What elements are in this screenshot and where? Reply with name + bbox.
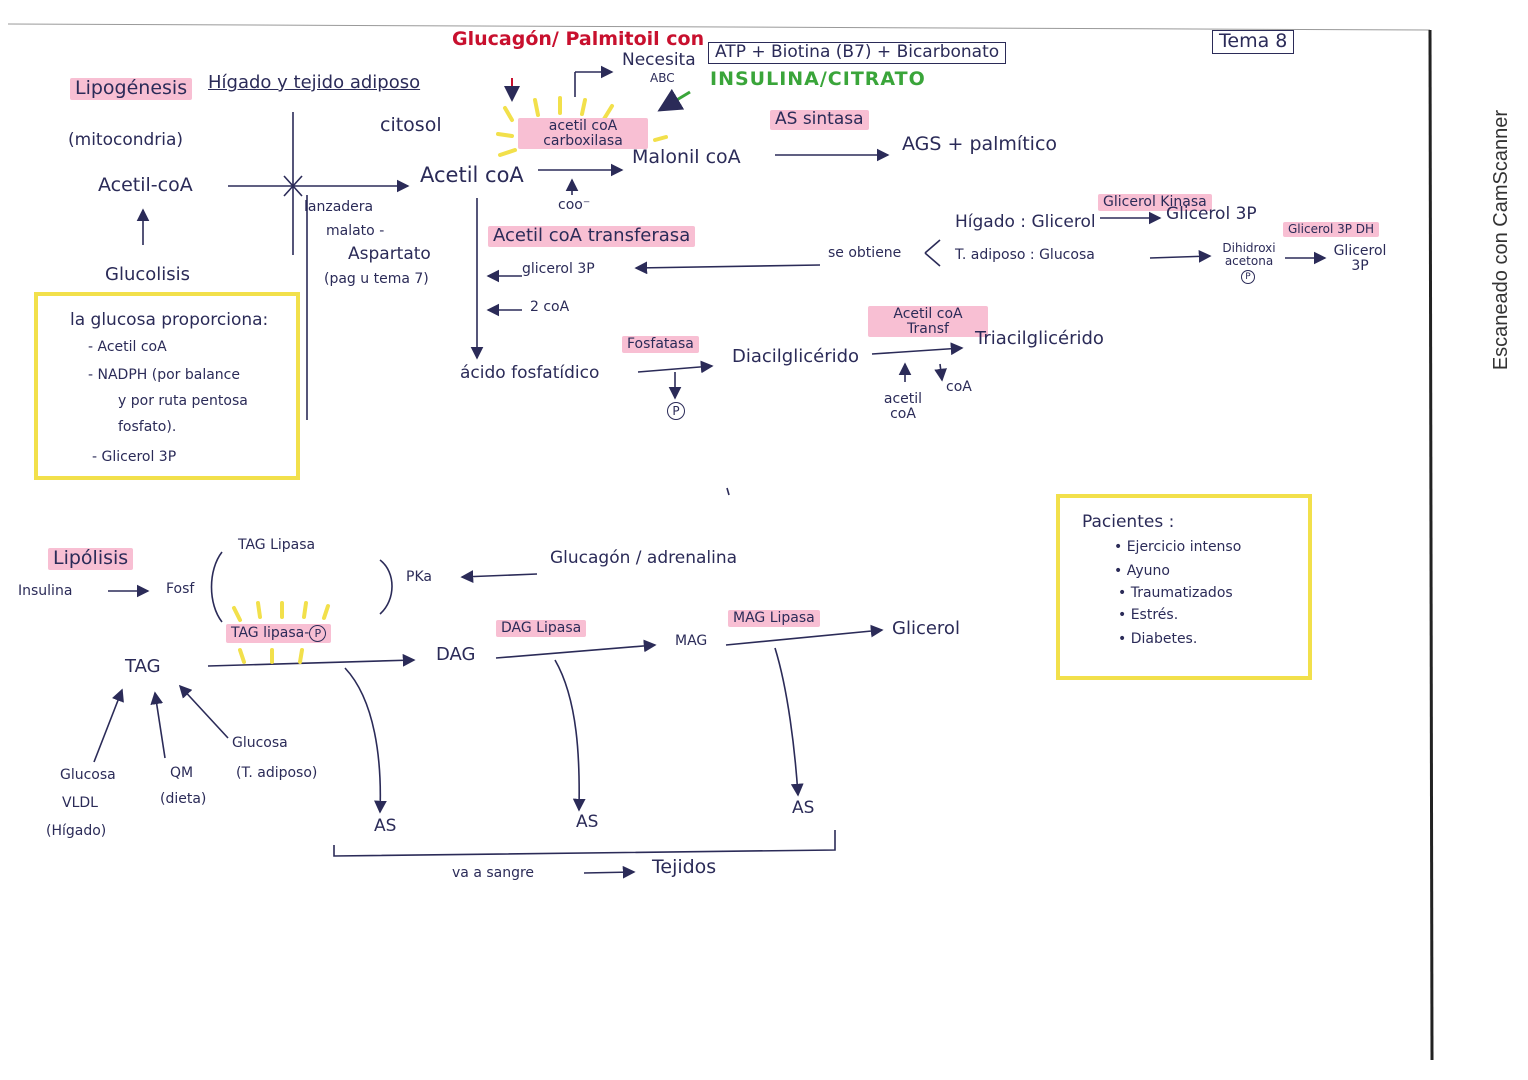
dihidroxi-phosphate-icon: P [1241, 270, 1255, 284]
tejidos-label: Tejidos [652, 856, 717, 878]
coa-output: coA [946, 379, 972, 395]
tag-lipasa-active-label: TAG lipasa- [231, 625, 310, 641]
pacientes-box [1056, 494, 1312, 680]
lanzadera-line-4: (pag u tema 7) [324, 271, 429, 287]
va-sangre: va a sangre [452, 865, 535, 881]
pacientes-item: • Ejercicio intenso [1114, 539, 1242, 555]
higado-glicerol: Hígado : Glicerol [955, 212, 1096, 232]
activators: INSULINA/CITRATO [710, 68, 926, 90]
phosphate-icon: P [667, 402, 685, 420]
camscanner-watermark: Escaneado con CamScanner [1490, 110, 1512, 371]
dag-lipasa: DAG Lipasa [496, 620, 587, 637]
glucosa-vldl-line: (Hígado) [46, 823, 107, 839]
lanzadera-line-2: malato - [326, 223, 385, 239]
coo-label: coo⁻ [558, 197, 591, 213]
glucosa-box-item: fosfato). [118, 419, 177, 435]
glucosa-provides-box [34, 292, 300, 480]
enzyme-glicerol3p-dh: Glicerol 3P DH [1283, 222, 1380, 237]
two-coa-label: 2 coA [530, 299, 570, 315]
tag-lipasa-active: TAG lipasa-P [226, 624, 332, 643]
triacilglicerido: Triacilglicérido [975, 328, 1104, 349]
glucosa-vldl-line: Glucosa [60, 767, 116, 783]
glucosa-box-item: - Glicerol 3P [92, 449, 177, 465]
pacientes-item: • Traumatizados [1118, 585, 1233, 601]
tag-label: TAG [125, 656, 161, 677]
needs-value: ATP + Biotina (B7) + Bicarbonato [708, 42, 1007, 64]
mag-label: MAG [675, 633, 708, 649]
glicerol3p-far: Glicerol 3P [1333, 243, 1387, 274]
lipolisis-title: Lipólisis [48, 548, 134, 570]
acetil-coa-cyto: Acetil coA [420, 163, 524, 187]
pka-label: PKa [406, 569, 432, 585]
diacilglicerido: Diacilglicérido [732, 346, 860, 367]
lipogenesis-location: Hígado y tejido adiposo [208, 72, 421, 93]
glucosa-vldl-line: VLDL [62, 795, 98, 811]
tadiposo-glucosa: T. adiposo : Glucosa [955, 247, 1095, 263]
glucolisis-label: Glucolisis [105, 264, 191, 285]
tag-lipasa-inactive: TAG Lipasa [238, 537, 316, 553]
enzyme-as-sintasa: AS sintasa [770, 110, 869, 130]
citosol-label: citosol [380, 114, 442, 136]
acetil-coa-mito: Acetil-coA [98, 174, 193, 196]
pacientes-item: • Estrés. [1118, 607, 1179, 623]
lanzadera-line-3: Aspartato [348, 244, 431, 264]
pacientes-item: • Ayuno [1114, 563, 1170, 579]
malonil-coa: Malonil coA [632, 146, 741, 168]
enzyme-carboxilasa: acetil coA carboxilasa [518, 118, 648, 150]
enzyme-acetil-transf: Acetil coA Transf [868, 306, 988, 338]
glucosa-tadiposo-line: (T. adiposo) [236, 765, 318, 781]
as-output: AS [374, 816, 397, 836]
enzyme-glicerol-kinasa: Glicerol Kinasa [1098, 194, 1212, 211]
acido-fosfatidico: ácido fosfatídico [460, 363, 600, 383]
pacientes-item: • Diabetes. [1118, 631, 1198, 647]
glucosa-tadiposo-line: Glucosa [232, 735, 288, 751]
fosf-label: Fosf [166, 581, 195, 597]
se-obtiene-label: se obtiene [828, 245, 902, 261]
acetil-coa-input: acetil coA [883, 391, 923, 422]
pacientes-title: Pacientes : [1082, 512, 1175, 532]
glucosa-box-title: la glucosa proporciona: [70, 310, 269, 330]
glucosa-box-item: - NADPH (por balance [88, 367, 240, 383]
dihidroxi-acetona: Dihidroxi acetona [1222, 241, 1276, 268]
glicerol3p-label: glicerol 3P [522, 261, 595, 277]
glucagon-adrenalina: Glucagón / adrenalina [550, 548, 738, 568]
qm-dieta-line: (dieta) [160, 791, 207, 807]
glicerol-label: Glicerol [892, 618, 960, 639]
mitocondria-label: (mitocondria) [68, 130, 184, 150]
regulation-note: Glucagón/ Palmitoil con [452, 28, 705, 50]
qm-dieta-line: QM [170, 765, 194, 781]
enzyme-transferasa: Acetil coA transferasa [488, 226, 696, 247]
needs-label: Necesita [622, 50, 696, 70]
as-output: AS [576, 812, 599, 832]
insulina-label: Insulina [18, 583, 73, 599]
dag-label: DAG [436, 644, 476, 665]
glicerol3p-right: Glicerol 3P [1166, 204, 1257, 224]
glucosa-box-item: y por ruta pentosa [118, 393, 248, 409]
phosphate-icon: P [309, 625, 327, 642]
lanzadera-line-1: lanzadera [304, 199, 374, 215]
as-output: AS [792, 798, 815, 818]
ags-palmitico: AGS + palmítico [902, 133, 1058, 155]
lipogenesis-title: Lipogénesis [70, 78, 193, 100]
mag-lipasa: MAG Lipasa [728, 610, 820, 627]
needs-sub: ABC [650, 71, 675, 85]
glucosa-box-item: - Acetil coA [88, 339, 167, 355]
topic-label: Tema 8 [1212, 30, 1295, 54]
enzyme-fosfatasa: Fosfatasa [622, 336, 699, 353]
